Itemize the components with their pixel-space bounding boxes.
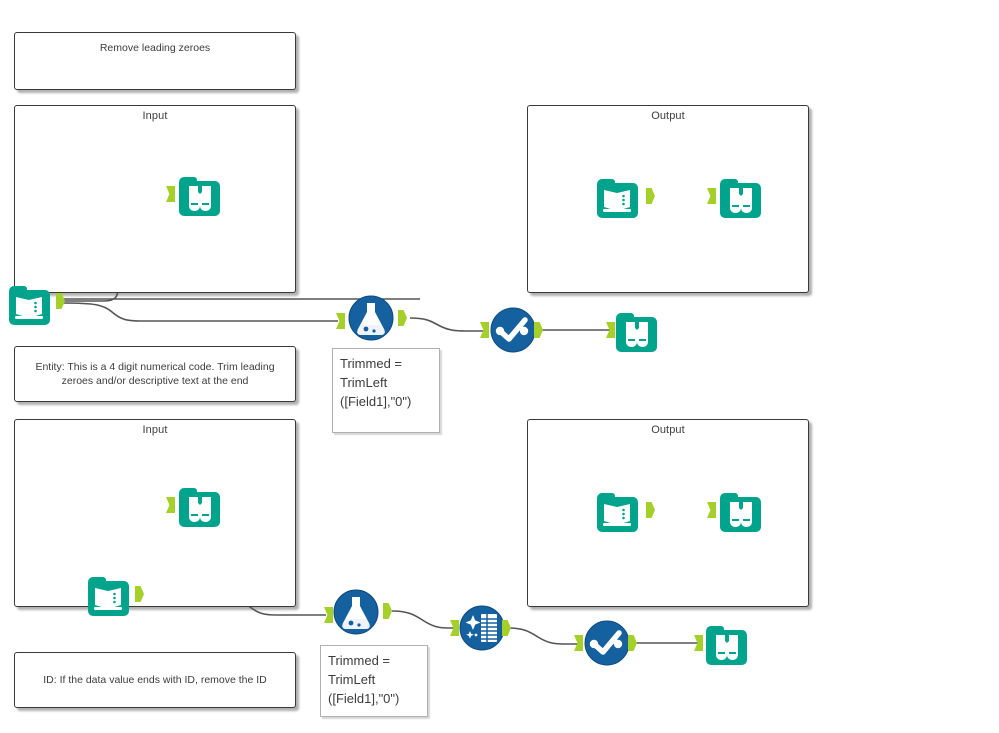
tool-browse-bottom-after[interactable] <box>703 619 751 667</box>
anchor-output-select-bottom[interactable] <box>628 635 637 651</box>
anchor-input-output-browse-top[interactable] <box>707 188 716 204</box>
anchor-output-book-top[interactable] <box>646 188 655 204</box>
tool-data-cleansing[interactable] <box>458 604 506 652</box>
tool-browse-top-after[interactable] <box>613 306 661 354</box>
tool-formula-top[interactable] <box>347 294 395 342</box>
container-title-output-bottom: Output <box>651 424 685 436</box>
select-icon <box>490 307 536 353</box>
container-output-top[interactable]: Output <box>527 105 809 293</box>
browse-icon <box>720 493 761 532</box>
anchor-output-input-data-bottom[interactable] <box>135 586 144 602</box>
tool-browse-bottom-inner[interactable] <box>176 481 224 529</box>
tool-output-browse-bottom[interactable] <box>717 486 765 534</box>
tool-formula-bottom[interactable] <box>332 588 380 636</box>
data-cleansing-icon <box>459 605 505 651</box>
anchor-input-output-browse-bottom[interactable] <box>707 502 716 518</box>
browse-icon <box>706 626 747 665</box>
annotation-formula-top[interactable]: Trimmed = TrimLeft ([Field1],"0") <box>332 348 440 433</box>
output-data-icon <box>597 179 638 218</box>
anchor-output-data-cleansing[interactable] <box>502 620 511 636</box>
container-input-bottom[interactable]: Input <box>14 419 296 607</box>
wire-formula-to-select-top <box>409 317 486 332</box>
anchor-input-select-top[interactable] <box>480 322 489 338</box>
anchor-input-browse-top-after[interactable] <box>606 322 615 338</box>
comment-id[interactable]: ID: If the data value ends with ID, remo… <box>14 652 296 708</box>
container-title-input-bottom: Input <box>142 424 168 436</box>
annotation-line-1: Trimmed = <box>328 653 390 668</box>
container-input-top[interactable]: Input <box>14 105 296 293</box>
comment-entity[interactable]: Entity: This is a 4 digit numerical code… <box>14 346 296 402</box>
container-title-output-top: Output <box>651 110 685 122</box>
anchor-input-formula-bottom[interactable] <box>324 607 333 623</box>
anchor-output-select-top[interactable] <box>534 322 543 338</box>
comment-text: Remove leading zeroes <box>99 42 211 54</box>
anchor-output-input-data-top[interactable] <box>56 293 65 309</box>
anchor-input-select-bottom[interactable] <box>574 635 583 651</box>
anchor-input-data-cleansing[interactable] <box>450 620 459 636</box>
formula-icon <box>333 589 379 635</box>
container-output-bottom[interactable]: Output <box>527 419 809 607</box>
tool-input-data-bottom[interactable] <box>85 570 133 618</box>
container-title-input-top: Input <box>142 110 168 122</box>
tool-output-book-top[interactable] <box>594 172 642 220</box>
comment-remove-leading-zeroes[interactable]: Remove leading zeroes <box>14 32 296 90</box>
annotation-line-2: TrimLeft <box>340 374 388 390</box>
browse-icon <box>720 179 761 218</box>
tool-output-book-bottom[interactable] <box>594 486 642 534</box>
comment-text: Entity: This is a 4 digit numerical code… <box>35 360 275 387</box>
tool-select-top[interactable] <box>489 306 537 354</box>
annotation-line-2: TrimLeft <box>328 671 376 687</box>
formula-icon <box>348 295 394 341</box>
annotation-line-3: ([Field1],"0") <box>340 393 412 409</box>
tool-browse-top-inner[interactable] <box>176 170 224 218</box>
input-data-icon <box>88 577 129 616</box>
browse-icon <box>179 177 220 216</box>
anchor-input-browse-bottom-after[interactable] <box>694 635 703 651</box>
anchor-output-formula-bottom[interactable] <box>383 603 392 619</box>
anchor-input-browse-bottom-inner[interactable] <box>166 497 175 513</box>
input-data-icon <box>9 286 50 325</box>
select-icon <box>584 620 630 666</box>
output-data-icon <box>597 493 638 532</box>
wire-cleansing-to-select <box>507 627 580 645</box>
anchor-input-browse-top-inner[interactable] <box>166 186 175 202</box>
browse-icon <box>616 313 657 352</box>
tool-input-data-top[interactable] <box>6 279 54 327</box>
tool-output-browse-top[interactable] <box>717 172 765 220</box>
annotation-line-3: ([Field1],"0") <box>328 690 400 706</box>
wire-input-to-formula-top <box>61 302 338 322</box>
annotation-formula-bottom[interactable]: Trimmed = TrimLeft ([Field1],"0") <box>320 645 428 717</box>
comment-text: ID: If the data value ends with ID, remo… <box>43 673 267 686</box>
annotation-line-1: Trimmed = <box>340 356 402 371</box>
anchor-output-book-bottom[interactable] <box>646 502 655 518</box>
browse-icon <box>179 488 220 527</box>
wire-formula-to-cleansing <box>391 610 456 629</box>
tool-select-bottom[interactable] <box>583 619 631 667</box>
anchor-input-formula-top[interactable] <box>336 313 345 329</box>
anchor-output-formula-top[interactable] <box>398 310 407 326</box>
